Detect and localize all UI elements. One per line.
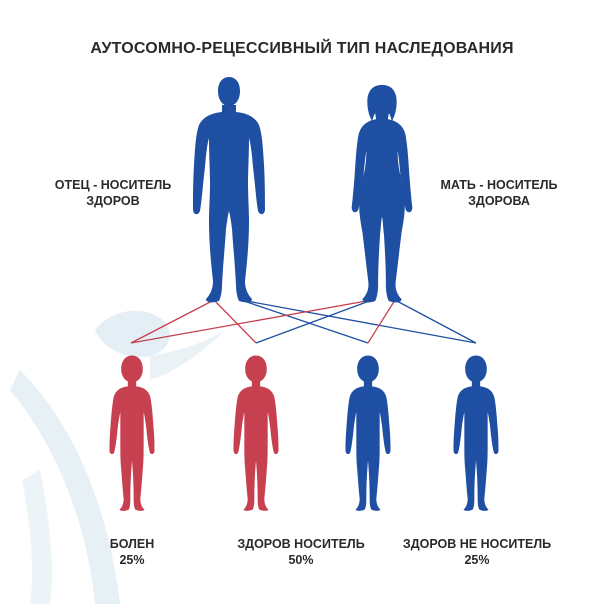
mother-label: МАТЬ - НОСИТЕЛЬ ЗДОРОВА: [424, 178, 574, 209]
mother-label-line2: ЗДОРОВА: [468, 193, 530, 208]
line-father-child2: [213, 299, 257, 344]
inheritance-lines: [130, 299, 477, 344]
mother-figure: [351, 84, 413, 303]
line-father-child3: [240, 299, 369, 344]
child-label-affected-percent: 25%: [119, 552, 145, 567]
father-figure: [193, 77, 265, 303]
child-2-figure: [233, 355, 279, 511]
line-mother-child1: [130, 299, 373, 344]
child-label-carrier-percent: 50%: [288, 552, 314, 567]
line-mother-child4: [394, 299, 477, 344]
father-label: ОТЕЦ - НОСИТЕЛЬ ЗДОРОВ: [38, 178, 188, 209]
child-label-affected-status: БОЛЕН: [109, 537, 155, 551]
child-label-noncarrier-status: ЗДОРОВ НЕ НОСИТЕЛЬ: [402, 537, 552, 551]
child-label-noncarrier: ЗДОРОВ НЕ НОСИТЕЛЬ 25%: [382, 537, 572, 568]
child-3-figure: [345, 355, 391, 511]
father-label-line2: ЗДОРОВ: [86, 193, 140, 208]
line-father-child4: [240, 299, 477, 344]
mother-label-line1: МАТЬ - НОСИТЕЛЬ: [440, 178, 558, 192]
father-label-line1: ОТЕЦ - НОСИТЕЛЬ: [54, 178, 172, 192]
child-label-carrier: ЗДОРОВ НОСИТЕЛЬ 50%: [206, 537, 396, 568]
diagram-title: АУТОСОМНО-РЕЦЕССИВНЫЙ ТИП НАСЛЕДОВАНИЯ: [90, 40, 514, 57]
child-label-affected: БОЛЕН 25%: [37, 537, 227, 568]
line-father-child1: [130, 299, 215, 344]
watermark-swoosh: [10, 310, 225, 604]
child-label-noncarrier-percent: 25%: [464, 552, 490, 567]
line-mother-child2: [255, 299, 373, 344]
line-mother-child3: [367, 299, 396, 344]
child-label-carrier-status: ЗДОРОВ НОСИТЕЛЬ: [237, 537, 365, 551]
child-1-figure: [109, 355, 155, 511]
child-4-figure: [453, 355, 499, 511]
